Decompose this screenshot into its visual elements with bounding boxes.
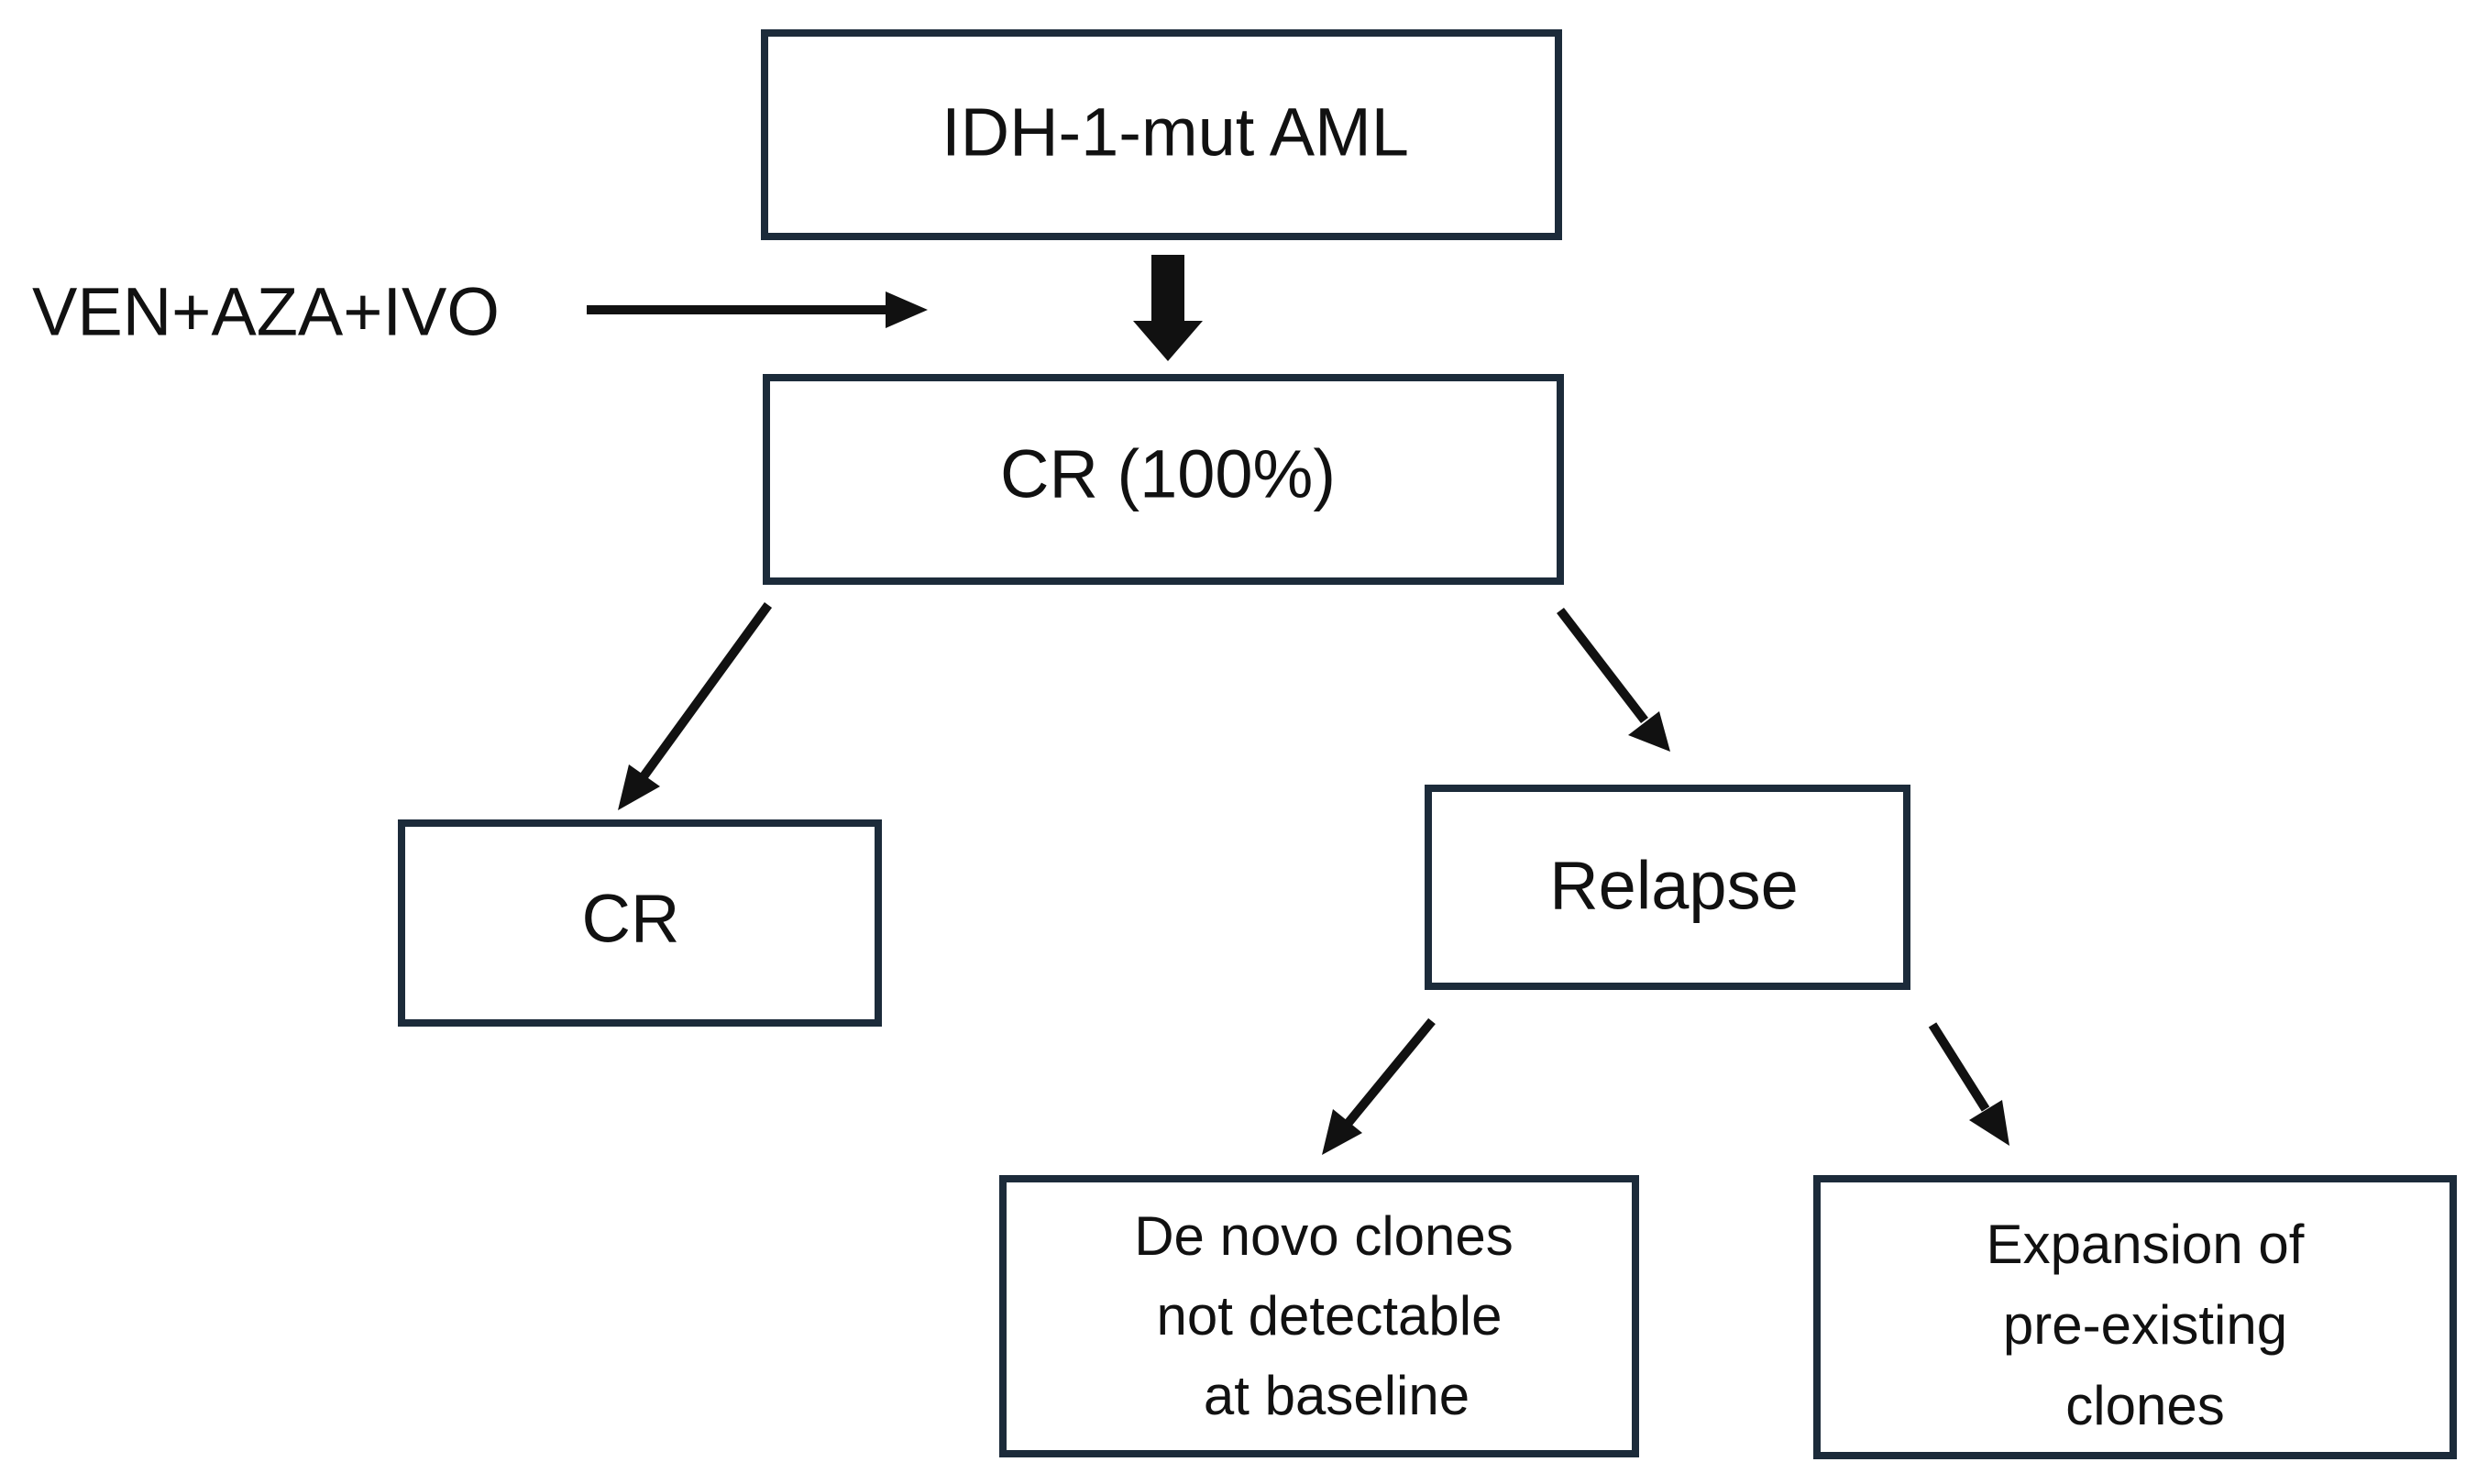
node-expansion-clones: Expansion of pre-existing clones: [1813, 1175, 2457, 1459]
node-relapse: Relapse: [1425, 785, 1910, 990]
node-cr-100-label: CR (100%): [1000, 436, 1336, 512]
node-expansion-line-1: Expansion of: [1987, 1214, 2305, 1275]
arrow-relapse-to-denovo: [1322, 1017, 1436, 1155]
arrow-idh-to-cr100: [1133, 255, 1203, 361]
node-cr-100: CR (100%): [763, 374, 1564, 585]
node-cr: CR: [398, 819, 882, 1027]
arrow-treatment: [587, 291, 928, 328]
node-de-novo-line-1: De novo clones: [1134, 1205, 1514, 1267]
node-relapse-label: Relapse: [1549, 848, 1799, 924]
arrow-relapse-to-expansion: [1928, 1022, 2009, 1146]
node-expansion-line-3: clones: [2065, 1375, 2224, 1436]
node-cr-label: CR: [582, 881, 680, 957]
node-de-novo-line-3: at baseline: [1204, 1365, 1470, 1426]
node-de-novo-line-2: not detectable: [1157, 1285, 1503, 1347]
node-idh-1-mut-aml-label: IDH-1-mut AML: [941, 94, 1409, 170]
arrow-cr100-to-relapse: [1557, 607, 1670, 752]
node-idh-1-mut-aml: IDH-1-mut AML: [761, 29, 1562, 240]
node-de-novo-clones: De novo clones not detectable at baselin…: [999, 1175, 1639, 1457]
treatment-label: VEN+AZA+IVO: [32, 274, 500, 350]
arrow-cr100-to-cr: [618, 602, 773, 810]
node-expansion-line-2: pre-existing: [2003, 1294, 2287, 1356]
